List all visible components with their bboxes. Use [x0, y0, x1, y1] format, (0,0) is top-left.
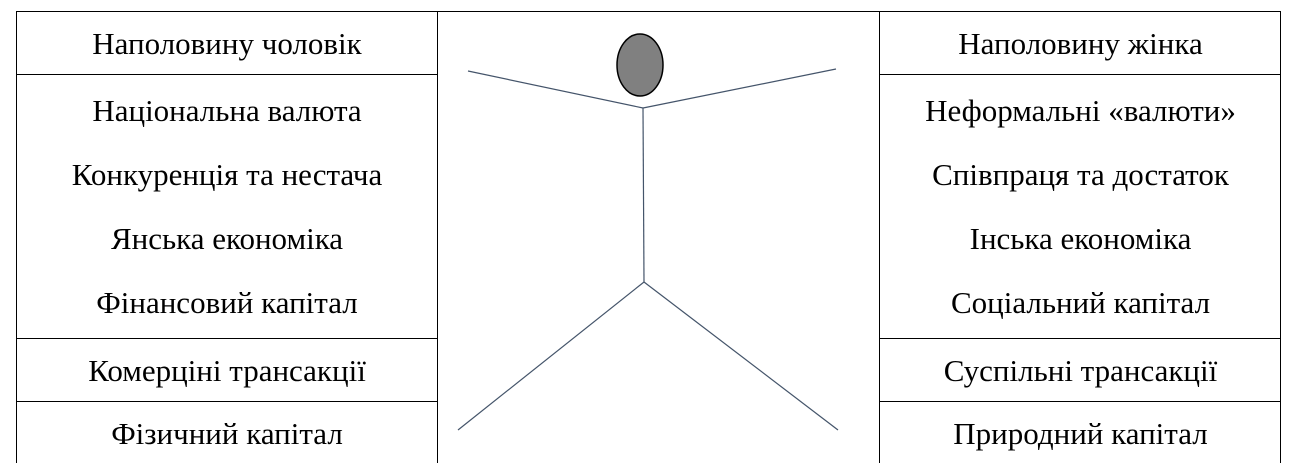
right-row-social-transactions: Суспільні трансакції [880, 339, 1281, 402]
left-leg-line [458, 282, 644, 430]
left-row-half-man: Наполовину чоловік [17, 12, 437, 75]
right-natural-capital-label: Природний капітал [953, 418, 1207, 449]
head-circle [617, 34, 663, 96]
right-item-informal-currencies: Неформальні «валюти» [925, 84, 1236, 138]
figure-column [438, 12, 878, 463]
left-half-man-label: Наполовину чоловік [92, 28, 361, 59]
left-middle-group: Національна валюта Конкуренція та нестач… [17, 75, 437, 339]
right-item-yin-economy: Інська економіка [970, 211, 1192, 265]
left-column: Наполовину чоловік Національна валюта Ко… [17, 12, 438, 463]
left-item-national-currency: Національна валюта [92, 84, 361, 138]
left-physical-capital-label: Фізичний капітал [111, 418, 343, 449]
right-middle-group: Неформальні «валюти» Співпраця та достат… [880, 75, 1281, 339]
right-column: Наполовину жінка Неформальні «валюти» Сп… [879, 12, 1281, 463]
left-item-financial-capital: Фінансовий капітал [96, 275, 357, 329]
left-row-physical-capital: Фізичний капітал [17, 402, 437, 464]
right-row-half-woman: Наполовину жінка [880, 12, 1281, 75]
left-commercial-transactions-label: Комерціні трансакції [88, 355, 366, 386]
left-arm-line [468, 71, 643, 108]
right-leg-line [644, 282, 838, 430]
left-item-competition-scarcity: Конкуренція та нестача [72, 148, 383, 202]
right-half-woman-label: Наполовину жінка [958, 28, 1202, 59]
right-row-natural-capital: Природний капітал [880, 402, 1281, 464]
left-item-yang-economy: Янська економіка [111, 211, 343, 265]
right-arm-line [643, 69, 836, 108]
right-item-cooperation-abundance: Співпраця та достаток [932, 148, 1229, 202]
body-line [643, 108, 644, 282]
comparison-table: Наполовину чоловік Національна валюта Ко… [16, 11, 1281, 463]
stick-figure [438, 12, 878, 464]
right-item-social-capital: Соціальний капітал [951, 275, 1210, 329]
left-row-commercial-transactions: Комерціні трансакції [17, 339, 437, 402]
right-social-transactions-label: Суспільні трансакції [944, 355, 1217, 386]
